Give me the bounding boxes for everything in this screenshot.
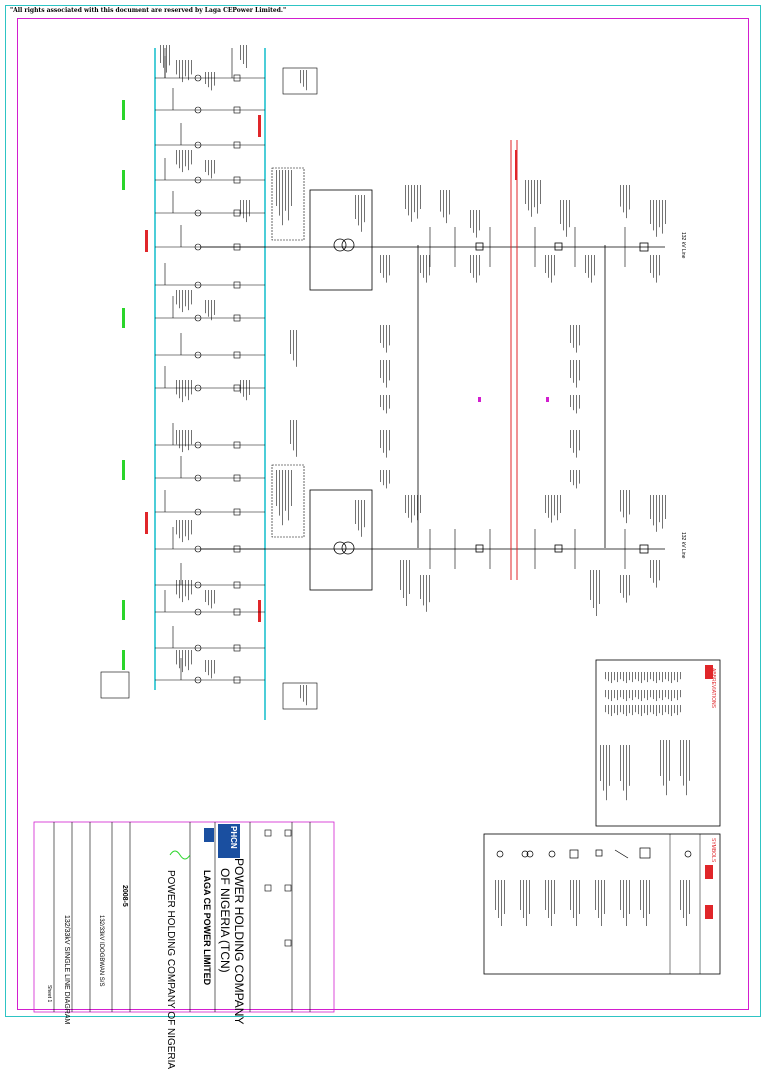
breaker-icon xyxy=(194,176,202,184)
inner-border xyxy=(17,18,749,1010)
isolator-icon xyxy=(233,581,241,589)
isolator-icon xyxy=(233,441,241,449)
label-132-line-a: 132 kV Line xyxy=(680,232,686,259)
company-name-line2: OF NIGERIA (TCN) xyxy=(218,868,232,973)
label-132-line-b: 132 kV Line xyxy=(680,532,686,559)
legend-abbrev-box xyxy=(595,659,721,827)
phcn-logo xyxy=(218,824,240,858)
breaker-icon xyxy=(194,581,202,589)
isolator-icon xyxy=(233,644,241,652)
transformer-t2-icon xyxy=(333,541,347,555)
breaker-icon xyxy=(194,474,202,482)
isolator-icon xyxy=(233,176,241,184)
drawing-title: 132/33kV SINGLE LINE DIAGRAM xyxy=(63,915,70,1025)
substation-name: 132/33kV IDOGBWAN S/S xyxy=(98,915,104,987)
symbol-row xyxy=(496,847,692,859)
legend-abbrev-heading: ABBREVIATIONS xyxy=(710,668,716,708)
isolator-icon xyxy=(233,508,241,516)
legend-symbol-box xyxy=(483,833,721,975)
isolator-icon xyxy=(233,608,241,616)
client-name: POWER HOLDING COMPANY OF NIGERIA xyxy=(165,870,176,1069)
breaker-icon xyxy=(194,281,202,289)
breaker-icon xyxy=(194,314,202,322)
breaker-icon xyxy=(194,676,202,684)
signature xyxy=(169,850,191,860)
title-block xyxy=(33,821,335,1013)
breaker-icon xyxy=(194,74,202,82)
sheet-label: Sheet 1 xyxy=(46,985,52,1003)
isolator-icon xyxy=(233,676,241,684)
breaker-icon xyxy=(194,508,202,516)
contractor-name: LAGA CE POWER LIMITED xyxy=(202,870,212,986)
transformer-t2-box xyxy=(309,489,373,591)
isolator-icon xyxy=(233,314,241,322)
transformer-t1-box xyxy=(309,189,373,291)
isolator-icon xyxy=(233,281,241,289)
drawing-number: 2008-5 xyxy=(121,885,128,907)
breaker-icon xyxy=(194,351,202,359)
outer-border xyxy=(5,5,761,1017)
phcn-logo-text: PHCN xyxy=(229,826,238,849)
breaker-icon xyxy=(194,644,202,652)
isolator-icon xyxy=(233,74,241,82)
breaker-icon xyxy=(194,141,202,149)
isolator-icon xyxy=(233,141,241,149)
breaker-icon xyxy=(194,384,202,392)
breaker-icon xyxy=(194,106,202,114)
isolator-icon xyxy=(233,351,241,359)
single-line-diagram xyxy=(33,45,721,1013)
transformer-t1-icon xyxy=(333,238,347,252)
isolator-icon xyxy=(233,474,241,482)
breaker-icon xyxy=(194,441,202,449)
breaker-icon xyxy=(194,608,202,616)
isolator-icon xyxy=(233,106,241,114)
breaker-icon xyxy=(194,209,202,217)
legend-symbol-heading: SYMBOLS xyxy=(710,838,716,863)
copyright-notice: "All rights associated with this documen… xyxy=(10,7,287,14)
company-name-line1: POWER HOLDING COMPANY xyxy=(232,858,246,1025)
